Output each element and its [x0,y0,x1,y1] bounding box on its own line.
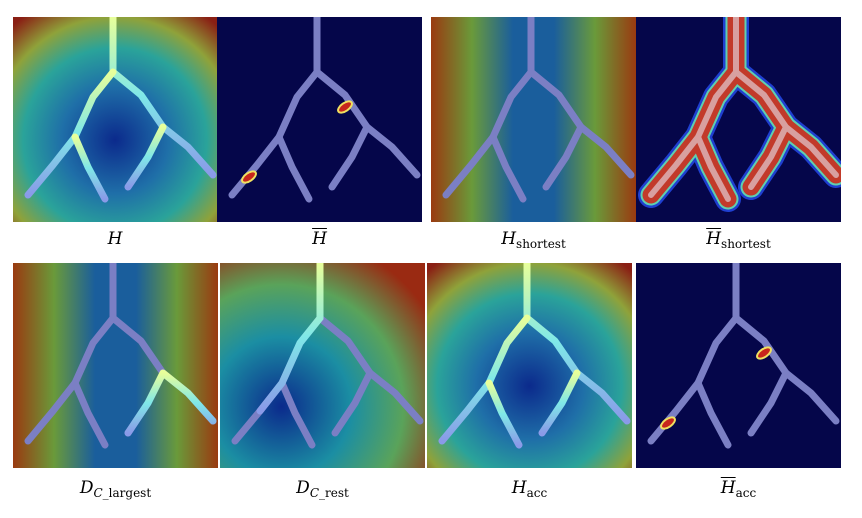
map-H-bar-shortest [636,17,841,222]
caption-H-shortest: Hshortest [501,229,566,251]
caption-H: H [107,229,123,249]
map-H-bar-acc [636,263,841,468]
caption-H-bar: H [312,229,327,249]
caption-H-bar-acc: Hacc [720,478,757,500]
heatmap-H-acc [427,263,632,468]
heatmap-H [13,17,217,222]
caption-D-C-rest: DC_rest [296,478,349,500]
map-H-bar [217,17,422,222]
caption-H-acc: Hacc [511,478,548,500]
heatmap-D-C-rest [220,263,425,468]
caption-D-C-largest: DC_largest [79,478,152,500]
caption-H-bar-shortest: Hshortest [706,229,771,251]
heatmap-H-shortest [431,17,636,222]
heatmap-D-C-largest [13,263,218,468]
